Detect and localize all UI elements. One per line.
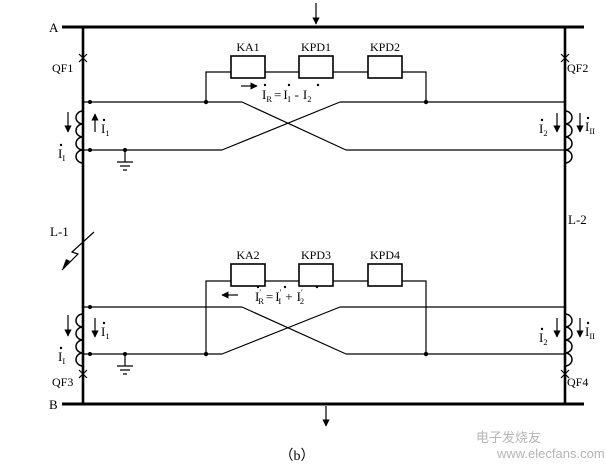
watermark-text: 电子发烧友 <box>476 430 541 445</box>
figure-caption: （b） <box>280 448 315 464</box>
secondary-current-right-bottom: I2 <box>539 330 548 347</box>
breaker-qf1-label: QF1 <box>52 61 73 75</box>
breaker-qf1-icon <box>78 53 88 63</box>
relay-ka2 <box>230 263 266 287</box>
primary-current-right-bottom: III <box>585 324 595 341</box>
line-l1-label: L-1 <box>50 224 69 239</box>
bottom-relay-branch <box>205 280 427 354</box>
ct-right-bottom-coil <box>564 313 573 367</box>
svg-text:I′R=I′I+I′2: I′R=I′I+I′2 <box>255 287 304 306</box>
line-l2-label: L-2 <box>568 212 587 227</box>
formula-bottom: I′R=I′I+I′2 <box>255 285 319 306</box>
bottom-cross-wire-2 <box>221 306 341 355</box>
relay-ka1-label: KA1 <box>236 40 259 54</box>
primary-current-left-top: II <box>58 146 65 163</box>
relay-kpd2-label: KPD2 <box>370 40 400 54</box>
relay-kpd1 <box>298 55 334 79</box>
secondary-current-left-bottom: I1 <box>101 324 110 341</box>
relay-kpd3 <box>298 263 334 287</box>
top-cross-wire-2 <box>221 101 341 151</box>
formula-top: IR=II-I2 <box>262 83 320 104</box>
primary-current-left-bottom: II <box>58 349 65 366</box>
breaker-qf3-label: QF3 <box>52 375 73 389</box>
secondary-current-right-top: I2 <box>539 121 548 138</box>
bus-b-label: B <box>49 397 58 412</box>
breaker-qf3-icon <box>78 369 88 379</box>
bus-a-label: A <box>49 20 59 35</box>
ct-left-top-coil <box>75 110 84 164</box>
relay-kpd2 <box>367 55 403 79</box>
relay-kpd4-label: KPD4 <box>370 248 400 262</box>
fault-lightning-icon <box>61 231 95 271</box>
svg-text:IR=II-I2: IR=II-I2 <box>262 87 311 104</box>
primary-current-right-top: III <box>585 119 595 136</box>
relay-kpd3-label: KPD3 <box>301 248 331 262</box>
top-cross-wire-1 <box>241 101 347 151</box>
relay-kpd1-label: KPD1 <box>301 40 331 54</box>
breaker-qf2-label: QF2 <box>567 61 588 75</box>
breaker-qf4-icon <box>560 369 570 379</box>
relay-ka1 <box>230 55 266 79</box>
secondary-current-left-top: I1 <box>101 121 110 138</box>
ground-icon-top <box>117 148 133 171</box>
relay-kpd4 <box>367 263 403 287</box>
ct-left-bottom-coil <box>75 313 84 367</box>
ground-icon-bottom <box>117 352 133 375</box>
breaker-qf2-icon <box>560 53 570 63</box>
bottom-cross-wire-1 <box>241 306 347 355</box>
watermark-url: www.elecfans.com <box>496 446 605 461</box>
relay-ka2-label: KA2 <box>236 248 259 262</box>
ct-right-top-coil <box>564 110 573 164</box>
breaker-qf4-label: QF4 <box>567 375 588 389</box>
